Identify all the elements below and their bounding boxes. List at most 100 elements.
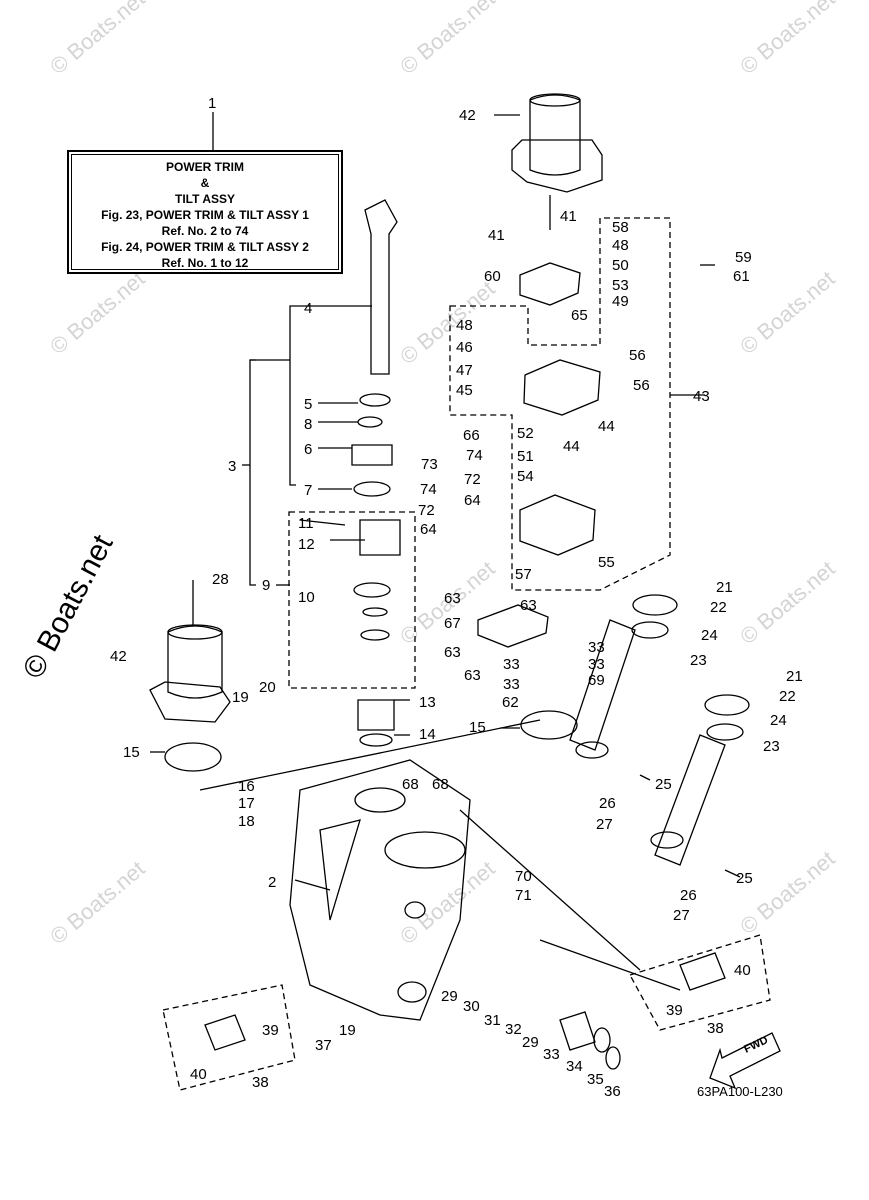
callout-number: 64 [464,492,481,509]
callout-number: 51 [517,448,534,465]
callout-number: 20 [259,679,276,696]
callout-number: 65 [571,307,588,324]
callout-number: 44 [563,438,580,455]
callout-number: 23 [690,652,707,669]
callout-number: 17 [238,795,255,812]
callout-number: 48 [456,317,473,334]
callout-number: 61 [733,268,750,285]
callout-number: 38 [707,1020,724,1037]
callout-number: 15 [123,744,140,761]
callout-number: 40 [190,1066,207,1083]
callout-number: 60 [484,268,501,285]
dashed-group-9 [288,511,416,689]
callout-number: 53 [612,277,629,294]
callout-number: 38 [252,1074,269,1091]
fwd-label: FWD [742,1034,770,1055]
title-line: Ref. No. 2 to 74 [161,224,249,238]
callout-number: 25 [655,776,672,793]
title-line: TILT ASSY [175,192,235,206]
dashed-group-38-left [162,984,296,1091]
callout-number: 41 [560,208,577,225]
callout-number: 45 [456,382,473,399]
title-box: POWER TRIM & TILT ASSY Fig. 23, POWER TR… [67,150,343,274]
title-line: POWER TRIM [166,160,244,174]
callout-number: 8 [304,416,312,433]
callout-number: 46 [456,339,473,356]
callout-number: 63 [444,644,461,661]
callout-number: 74 [466,447,483,464]
dashed-group-38-right [629,934,771,1031]
callout-number: 40 [734,962,751,979]
callout-number: 54 [517,468,534,485]
callout-number: 56 [629,347,646,364]
callout-number: 33 [503,656,520,673]
callout-number: 11 [298,515,314,532]
callout-number: 1 [208,95,216,112]
callout-number: 59 [735,249,752,266]
callout-number: 9 [262,577,270,594]
callout-number: 10 [298,589,315,606]
callout-number: 66 [463,427,480,444]
callout-number: 12 [298,536,315,553]
callout-number: 24 [701,627,718,644]
title-line: & [200,176,210,190]
callout-number: 71 [515,887,532,904]
callout-number: 44 [598,418,615,435]
callout-number: 28 [212,571,229,588]
callout-number: 74 [420,481,437,498]
callout-number: 35 [587,1071,604,1088]
callout-number: 18 [238,813,255,830]
callout-number: 56 [633,377,650,394]
callout-number: 63 [464,667,481,684]
callout-number: 68 [432,776,449,793]
callout-number: 29 [441,988,458,1005]
callout-number: 27 [596,816,613,833]
callout-number: 34 [566,1058,583,1075]
callout-number: 42 [110,648,127,665]
callout-number: 49 [612,293,629,310]
callout-number: 22 [710,599,727,616]
callout-number: 26 [680,887,697,904]
callout-number: 39 [666,1002,683,1019]
callout-number: 5 [304,396,312,413]
title-line: Fig. 24, POWER TRIM & TILT ASSY 2 [101,240,309,254]
callout-number: 16 [238,778,255,795]
callout-number: 64 [420,521,437,538]
callout-number: 26 [599,795,616,812]
callout-number: 3 [228,458,236,475]
callout-number: 67 [444,615,461,632]
callout-number: 36 [604,1083,621,1100]
callout-number: 15 [469,719,486,736]
callout-number: 41 [488,227,505,244]
callout-number: 33 [588,656,605,673]
title-line: Ref. No. 1 to 12 [161,256,249,270]
callout-number: 72 [418,502,435,519]
callout-number: 37 [315,1037,332,1054]
callout-number: 19 [232,689,249,706]
callout-number: 25 [736,870,753,887]
callout-number: 33 [503,676,520,693]
callout-number: 6 [304,441,312,458]
callout-number: 69 [588,672,605,689]
callout-number: 50 [612,257,629,274]
callout-number: 68 [402,776,419,793]
callout-number: 32 [505,1021,522,1038]
callout-number: 48 [612,237,629,254]
diagram-code: 63PA100-L230 [697,1084,783,1099]
callout-number: 39 [262,1022,279,1039]
callout-number: 24 [770,712,787,729]
callout-number: 57 [515,566,532,583]
callout-number: 19 [339,1022,356,1039]
callout-number: 31 [484,1012,501,1029]
title-line: Fig. 23, POWER TRIM & TILT ASSY 1 [101,208,309,222]
callout-number: 42 [459,107,476,124]
callout-number: 47 [456,362,473,379]
callout-number: 23 [763,738,780,755]
callout-number: 58 [612,219,629,236]
callout-number: 63 [444,590,461,607]
callout-number: 73 [421,456,438,473]
callout-number: 13 [419,694,436,711]
callout-number: 62 [502,694,519,711]
callout-number: 70 [515,868,532,885]
